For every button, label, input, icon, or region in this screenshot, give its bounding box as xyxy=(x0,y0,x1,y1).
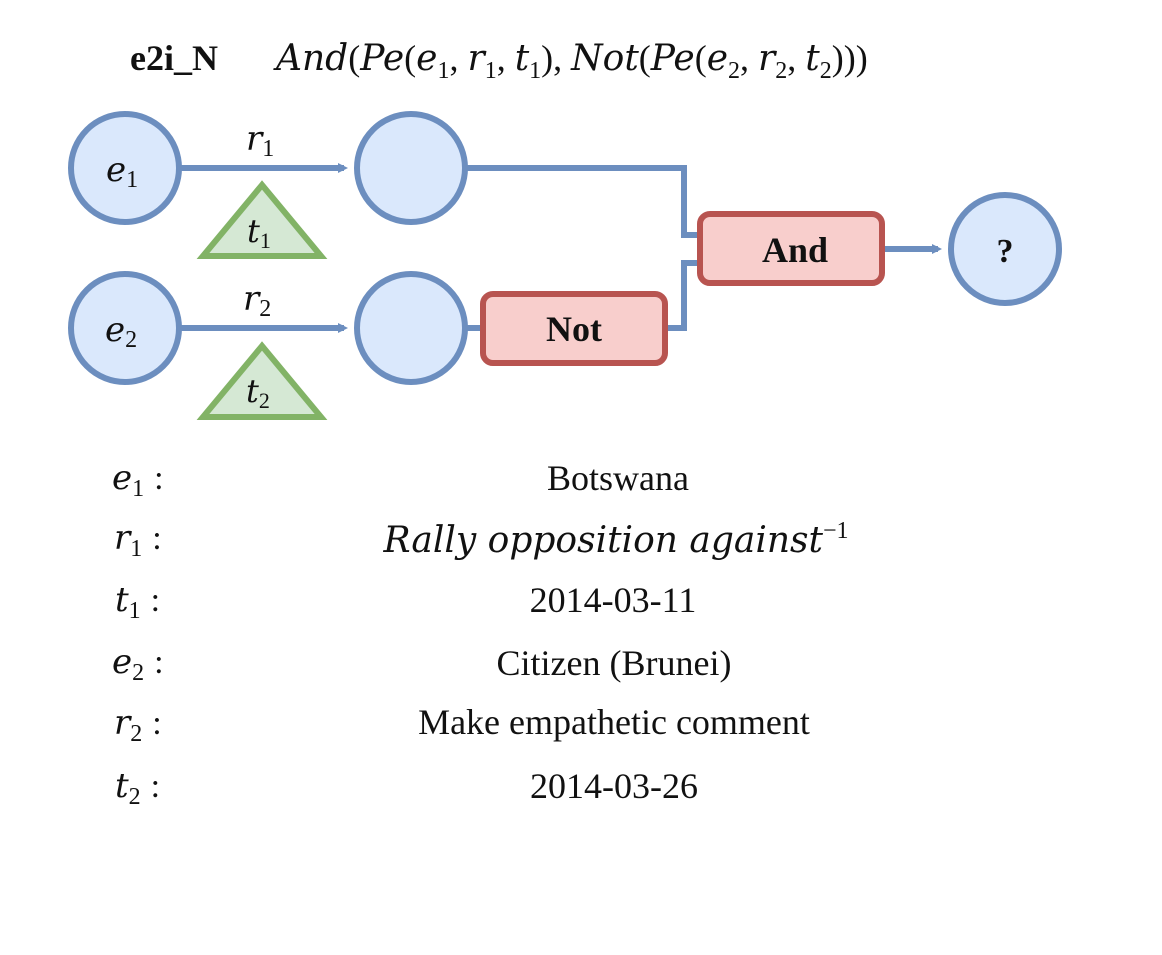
svg-text:t1:: t1: xyxy=(115,580,160,624)
anchor-node-e1: e1 xyxy=(68,111,182,225)
svg-text:?: ? xyxy=(997,233,1014,270)
legend: e1: Botswana r1: Rally opposition agains… xyxy=(112,458,849,810)
svg-text:Make empathetic comment: Make empathetic comment xyxy=(418,702,810,742)
query-name: e2i_N xyxy=(130,38,218,78)
not-operator: Not xyxy=(480,291,668,366)
legend-row-r1: r1: Rally opposition against−1 xyxy=(114,518,849,562)
svg-text:e1:: e1: xyxy=(112,458,164,502)
svg-text:Citizen (Brunei): Citizen (Brunei) xyxy=(497,643,732,683)
relation-r2-label: r2 xyxy=(243,279,271,322)
answer-node: ? xyxy=(948,192,1062,306)
legend-row-e2: e2: Citizen (Brunei) xyxy=(112,642,731,686)
svg-text:t2: t2 xyxy=(246,372,270,413)
svg-text:r1:: r1: xyxy=(114,518,162,562)
svg-text:r2:: r2: xyxy=(114,703,162,747)
svg-text:Botswana: Botswana xyxy=(547,458,689,498)
variable-node-v2 xyxy=(354,271,468,385)
time-t2-triangle: t2 xyxy=(196,341,328,420)
svg-text:Not: Not xyxy=(546,309,602,349)
edge-v1-to-and xyxy=(467,165,700,238)
variable-node-v1 xyxy=(354,111,468,225)
svg-text:And: And xyxy=(762,230,828,270)
time-t1-triangle: t1 xyxy=(196,180,328,259)
svg-text:e1: e1 xyxy=(106,150,138,193)
anchor-node-e2: e2 xyxy=(68,271,182,385)
legend-row-t1: t1: 2014-03-11 xyxy=(115,580,696,624)
svg-text:t2:: t2: xyxy=(115,766,160,810)
and-operator: And xyxy=(697,211,885,286)
svg-text:Rally opposition against−1: Rally opposition against−1 xyxy=(382,518,848,561)
svg-text:2014-03-26: 2014-03-26 xyxy=(530,766,698,806)
edge-not-to-and xyxy=(665,260,700,331)
svg-text:e2: e2 xyxy=(105,310,137,353)
svg-text:e2:: e2: xyxy=(112,642,164,686)
legend-row-r2: r2: Make empathetic comment xyxy=(114,702,810,747)
legend-row-e1: e1: Botswana xyxy=(112,458,689,502)
edges xyxy=(181,163,942,333)
relation-r1-label: r1 xyxy=(246,119,274,162)
svg-text:2014-03-11: 2014-03-11 xyxy=(530,580,697,620)
svg-text:t1: t1 xyxy=(247,212,271,253)
legend-row-t2: t2: 2014-03-26 xyxy=(115,766,698,810)
query-formula: And(Pe(e1, r1, t1), Not(Pe(e2, r2, t2))) xyxy=(273,38,868,84)
query-header: e2i_N And(Pe(e1, r1, t1), Not(Pe(e2, r2,… xyxy=(130,38,868,84)
